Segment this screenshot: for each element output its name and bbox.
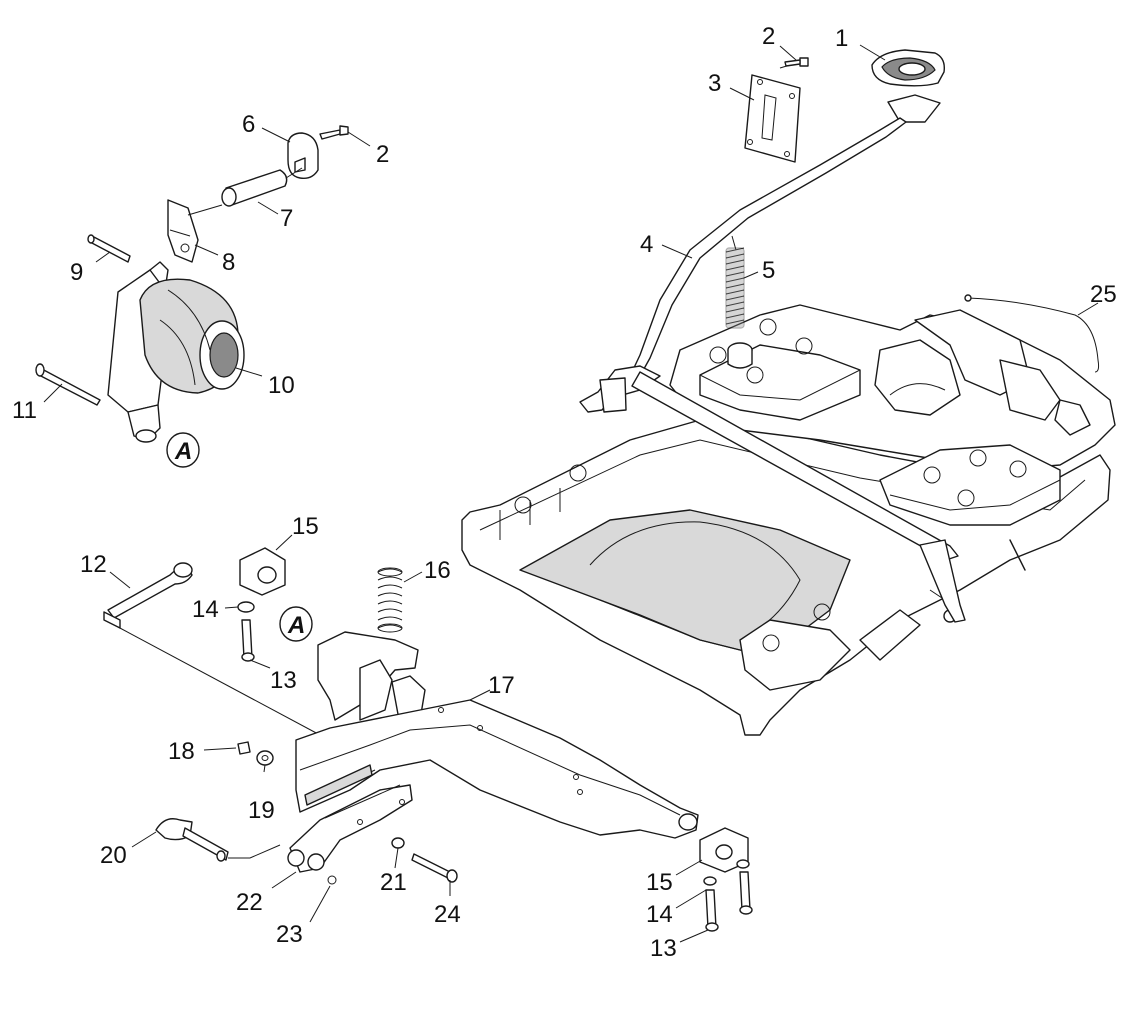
callout-19: 19 xyxy=(248,797,275,824)
part-10-actuator xyxy=(107,261,245,443)
callout-13-left: 13 xyxy=(270,667,297,694)
callout-6: 6 xyxy=(242,111,255,138)
part-15-bracket-left xyxy=(239,547,286,596)
callout-2-left: 2 xyxy=(376,141,389,168)
callout-labels: 1 2 3 4 5 6 2 7 8 9 10 11 12 13 14 15 16… xyxy=(12,23,1117,962)
callout-10: 10 xyxy=(268,372,295,399)
callout-14-right: 14 xyxy=(646,901,673,928)
part-25-wire xyxy=(964,294,1100,373)
part-2-screw-upper xyxy=(779,57,809,69)
callout-23: 23 xyxy=(276,921,303,948)
callout-15-right: 15 xyxy=(646,869,673,896)
part-13-bolt-left xyxy=(241,619,255,662)
callout-9: 9 xyxy=(70,259,83,286)
callout-11: 11 xyxy=(12,397,37,424)
callout-4: 4 xyxy=(640,231,653,258)
part-8-bracket xyxy=(167,199,223,263)
callout-7: 7 xyxy=(280,205,293,232)
upper-rail-plate xyxy=(669,304,1116,526)
part-3-slot-plate xyxy=(744,74,801,163)
callout-16: 16 xyxy=(424,557,451,584)
callout-24: 24 xyxy=(434,901,461,928)
reference-mark-lower-label: A xyxy=(287,612,305,639)
part-14-washer-right xyxy=(703,859,750,886)
part-11-bolt xyxy=(35,363,101,406)
part-14-washer-left xyxy=(237,601,255,613)
part-18-nut xyxy=(237,741,251,755)
callout-13-right: 13 xyxy=(650,935,677,962)
callout-17: 17 xyxy=(488,672,515,699)
part-13-bolts-right xyxy=(705,871,753,932)
part-7-pin xyxy=(221,167,303,207)
part-1-handle-grip xyxy=(871,49,945,87)
callout-2-top: 2 xyxy=(762,23,775,50)
part-22-latch-bracket xyxy=(287,784,413,873)
callout-20: 20 xyxy=(100,842,127,869)
leader-lines xyxy=(43,44,1099,943)
part-9-rod xyxy=(87,234,131,263)
callout-18: 18 xyxy=(168,738,195,765)
part-15-bracket-right xyxy=(699,827,749,873)
part-23-clip xyxy=(327,875,337,885)
callout-22: 22 xyxy=(236,889,263,916)
callout-21: 21 xyxy=(380,869,407,896)
part-21-washer xyxy=(391,837,405,849)
callout-12: 12 xyxy=(80,551,107,578)
callout-3: 3 xyxy=(708,70,721,97)
part-24-bolt xyxy=(411,853,458,883)
part-17-lower-frame xyxy=(295,631,699,839)
part-6-disc-plate xyxy=(287,132,319,180)
reference-mark-upper: A xyxy=(166,432,200,468)
part-2-screw-left xyxy=(319,125,349,140)
part-4-lever-rod xyxy=(579,94,966,623)
reference-mark-upper-label: A xyxy=(174,438,192,465)
part-19-washer xyxy=(256,750,274,766)
callout-5: 5 xyxy=(762,257,775,284)
callout-25: 25 xyxy=(1090,281,1117,308)
callout-8: 8 xyxy=(222,249,235,276)
part-5-spring xyxy=(725,247,753,369)
callout-1: 1 xyxy=(835,25,848,52)
reference-mark-lower: A xyxy=(279,606,313,642)
part-12-small-lever xyxy=(103,562,321,736)
callout-14-left: 14 xyxy=(192,596,219,623)
part-16-spring xyxy=(377,567,403,633)
part-20-knob-pin xyxy=(155,818,281,862)
callout-15-left: 15 xyxy=(292,513,319,540)
